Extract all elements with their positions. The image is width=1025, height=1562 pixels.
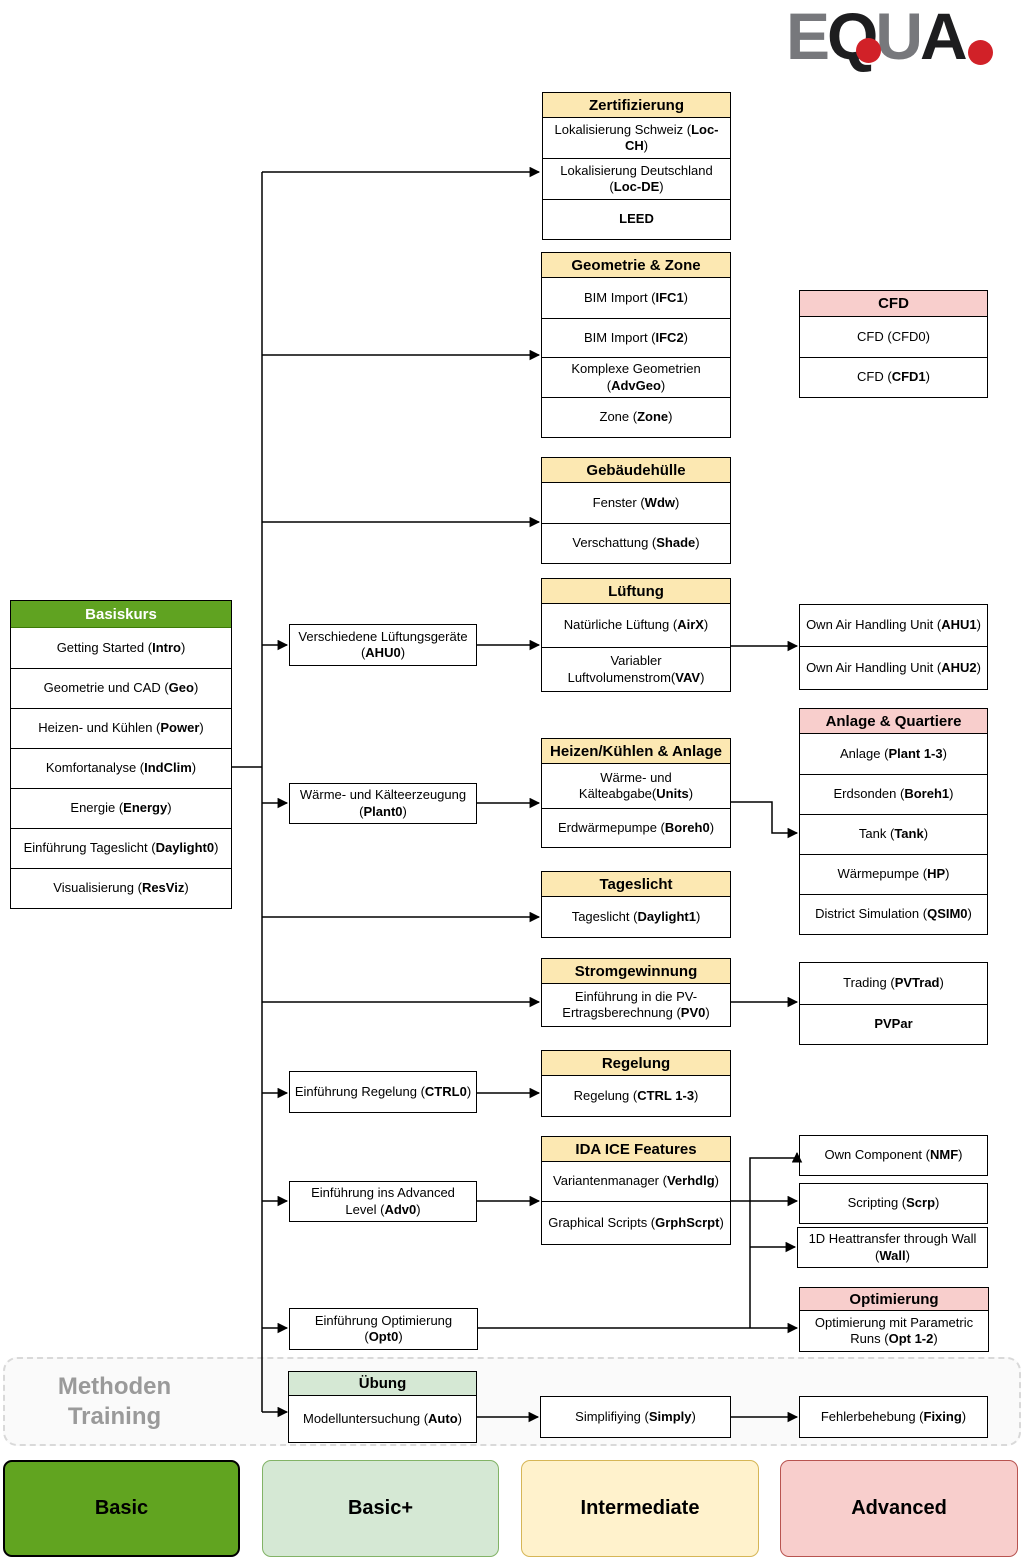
ctrl0-box: Einführung Regelung (CTRL0) bbox=[289, 1071, 477, 1113]
cfd-header: CFD bbox=[800, 291, 987, 317]
course-cell-scrp: Scripting (Scrp) bbox=[847, 1195, 940, 1211]
ida-ice-features-box: IDA ICE Features Variantenmanager (Verhd… bbox=[541, 1136, 731, 1245]
course-cell-boreh1: Erdsonden (Boreh1) bbox=[800, 774, 987, 814]
course-cell-pvtrad: Trading (PVTrad) bbox=[843, 975, 944, 991]
optimierung-box: Optimierung Optimierung mit Parametric R… bbox=[799, 1287, 989, 1352]
course-cell-opt0: Einführung Optimierung (Opt0) bbox=[314, 1312, 453, 1344]
opt0-box: Einführung Optimierung (Opt0) bbox=[289, 1308, 478, 1350]
uebung-header: Übung bbox=[289, 1372, 476, 1396]
course-cell-cfd0: CFD (CFD0) bbox=[857, 328, 930, 344]
equa-logo: E Q U A bbox=[786, 2, 993, 74]
course-cell-zone: Zone (Zone) bbox=[542, 397, 730, 437]
logo-q-red-dot-icon bbox=[856, 38, 882, 63]
course-cell-shade: Verschattung (Shade) bbox=[542, 523, 730, 563]
course-cell-vav: Variabler Luftvolumenstrom(VAV) bbox=[542, 647, 730, 691]
course-cell-nmf: Own Component (NMF) bbox=[824, 1147, 963, 1163]
course-cell-ahu1: Own Air Handling Unit (AHU1) bbox=[806, 617, 981, 633]
course-cell-pv0: Einführung in die PV-Ertragsberechnung (… bbox=[562, 988, 710, 1020]
course-cell-wall: 1D Heattransfer through Wall (Wall) bbox=[808, 1231, 977, 1263]
course-cell-daylight0: Einführung Tageslicht (Daylight0) bbox=[11, 828, 231, 868]
course-cell-grphscrpt: Graphical Scripts (GrphScrpt) bbox=[542, 1201, 730, 1244]
ahu0-box: Verschiedene Lüftungsgeräte (AHU0) bbox=[289, 624, 477, 666]
course-cell-loc-de: Lokalisierung Deutschland (Loc-DE) bbox=[543, 158, 730, 199]
logo-period-red-dot-icon bbox=[967, 40, 993, 65]
fehlerbehebung-box: Fehlerbehebung (Fixing) bbox=[799, 1396, 988, 1438]
anlage-quartiere-box: Anlage & Quartiere Anlage (Plant 1-3) Er… bbox=[799, 708, 988, 935]
course-cell-tank: Tank (Tank) bbox=[800, 814, 987, 854]
legend-advanced: Advanced bbox=[780, 1460, 1018, 1557]
course-cell-auto: Modelluntersuchung (Auto) bbox=[303, 1410, 462, 1426]
gebaeudehuelle-box: Gebäudehülle Fenster (Wdw) Verschattung … bbox=[541, 457, 731, 564]
course-cell-plant13: Anlage (Plant 1-3) bbox=[840, 745, 947, 761]
course-cell-leed: LEED bbox=[543, 199, 730, 239]
course-cell-intro: Getting Started (Intro) bbox=[56, 639, 186, 655]
geometrie-zone-header: Geometrie & Zone bbox=[542, 253, 730, 278]
methoden-training-label: Methoden Training bbox=[57, 1373, 172, 1430]
tageslicht-header: Tageslicht bbox=[542, 872, 730, 897]
heizen-kuehlen-anlage-box: Heizen/Kühlen & Anlage Wärme- und Kältea… bbox=[541, 738, 731, 848]
logo-letter-e: E bbox=[786, 0, 830, 73]
course-cell-power: Heizen- und Kühlen (Power) bbox=[11, 708, 231, 748]
course-cell-plant0: Wärme- und Kälteerzeugung (Plant0) bbox=[299, 787, 467, 819]
regelung-header: Regelung bbox=[542, 1051, 730, 1076]
ida-ice-features-header: IDA ICE Features bbox=[542, 1137, 730, 1162]
course-cell-airx: Natürliche Lüftung (AirX) bbox=[563, 617, 709, 633]
course-cell-ifc1: BIM Import (IFC1) bbox=[583, 289, 689, 305]
course-cell-hp: Wärmepumpe (HP) bbox=[800, 854, 987, 894]
lueftung-header: Lüftung bbox=[542, 579, 730, 604]
stromgewinnung-header: Stromgewinnung bbox=[542, 959, 730, 984]
course-cell-opt12: Optimierung mit Parametric Runs (Opt 1-2… bbox=[814, 1314, 974, 1346]
lueftung-box: Lüftung Natürliche Lüftung (AirX) Variab… bbox=[541, 578, 731, 692]
basiskurs-box: Basiskurs Getting Started (Intro) Geomet… bbox=[10, 600, 232, 909]
course-cell-indclim: Komfortanalyse (IndClim) bbox=[11, 748, 231, 788]
optimierung-header: Optimierung bbox=[800, 1288, 988, 1311]
course-cell-loc-ch: Lokalisierung Schweiz (Loc-CH) bbox=[554, 121, 719, 153]
course-cell-pvpar: PVPar bbox=[800, 1004, 987, 1044]
basiskurs-header: Basiskurs bbox=[11, 601, 231, 628]
cfd-box: CFD CFD (CFD0) CFD (CFD1) bbox=[799, 290, 988, 398]
course-cell-verhdlg: Variantenmanager (Verhdlg) bbox=[553, 1173, 719, 1189]
course-cell-resviz: Visualisierung (ResViz) bbox=[11, 868, 231, 908]
wall-box: 1D Heattransfer through Wall (Wall) bbox=[797, 1227, 988, 1268]
regelung-box: Regelung Regelung (CTRL 1-3) bbox=[541, 1050, 731, 1117]
logo-letter-u: U bbox=[875, 0, 923, 73]
course-cell-ctrl13: Regelung (CTRL 1-3) bbox=[573, 1087, 699, 1103]
nmf-box: Own Component (NMF) bbox=[799, 1135, 988, 1176]
legend-intermediate: Intermediate bbox=[521, 1460, 759, 1557]
scripting-box: Scripting (Scrp) bbox=[799, 1183, 988, 1224]
plant0-box: Wärme- und Kälteerzeugung (Plant0) bbox=[289, 783, 477, 824]
geometrie-zone-box: Geometrie & Zone BIM Import (IFC1) BIM I… bbox=[541, 252, 731, 438]
course-cell-adv0: Einführung ins Advanced Level (Adv0) bbox=[311, 1185, 455, 1217]
uebung-box: Übung Modelluntersuchung (Auto) bbox=[288, 1371, 477, 1443]
heizen-kuehlen-anlage-header: Heizen/Kühlen & Anlage bbox=[542, 739, 730, 764]
course-cell-units: Wärme- und Kälteabgabe(Units) bbox=[578, 769, 694, 801]
pv-box: Trading (PVTrad) PVPar bbox=[799, 962, 988, 1045]
simplifiying-box: Simplifiying (Simply) bbox=[540, 1396, 731, 1438]
stromgewinnung-box: Stromgewinnung Einführung in die PV-Ertr… bbox=[541, 958, 731, 1027]
adv0-box: Einführung ins Advanced Level (Adv0) bbox=[289, 1181, 477, 1222]
course-cell-ctrl0: Einführung Regelung (CTRL0) bbox=[294, 1083, 472, 1099]
anlage-quartiere-header: Anlage & Quartiere bbox=[800, 709, 987, 734]
zertifizierung-header: Zertifizierung bbox=[543, 93, 730, 118]
course-cell-cfd1: CFD (CFD1) bbox=[800, 357, 987, 397]
course-cell-ahu0: Verschiedene Lüftungsgeräte (AHU0) bbox=[298, 628, 468, 660]
zertifizierung-box: Zertifizierung Lokalisierung Schweiz (Lo… bbox=[542, 92, 731, 240]
course-cell-ahu2: Own Air Handling Unit (AHU2) bbox=[800, 646, 987, 689]
own-ahu-box: Own Air Handling Unit (AHU1) Own Air Han… bbox=[799, 604, 988, 690]
gebaeudehuelle-header: Gebäudehülle bbox=[542, 458, 730, 483]
legend-basic-plus: Basic+ bbox=[262, 1460, 499, 1557]
tageslicht-box: Tageslicht Tageslicht (Daylight1) bbox=[541, 871, 731, 938]
course-cell-geo: Geometrie und CAD (Geo) bbox=[11, 668, 231, 708]
course-cell-advgeo: Komplexe Geometrien (AdvGeo) bbox=[542, 357, 730, 397]
legend-basic: Basic bbox=[3, 1460, 240, 1557]
course-cell-energy: Energie (Energy) bbox=[11, 788, 231, 828]
logo-letter-a: A bbox=[920, 0, 968, 73]
course-cell-boreh0: Erdwärmepumpe (Boreh0) bbox=[542, 808, 730, 847]
course-cell-ifc2: BIM Import (IFC2) bbox=[542, 318, 730, 357]
course-cell-wdw: Fenster (Wdw) bbox=[592, 494, 680, 510]
course-cell-fixing: Fehlerbehebung (Fixing) bbox=[820, 1408, 967, 1424]
course-cell-qsim0: District Simulation (QSIM0) bbox=[800, 894, 987, 934]
course-cell-simply: Simplifiying (Simply) bbox=[575, 1408, 696, 1424]
course-cell-daylight1: Tageslicht (Daylight1) bbox=[571, 908, 701, 924]
